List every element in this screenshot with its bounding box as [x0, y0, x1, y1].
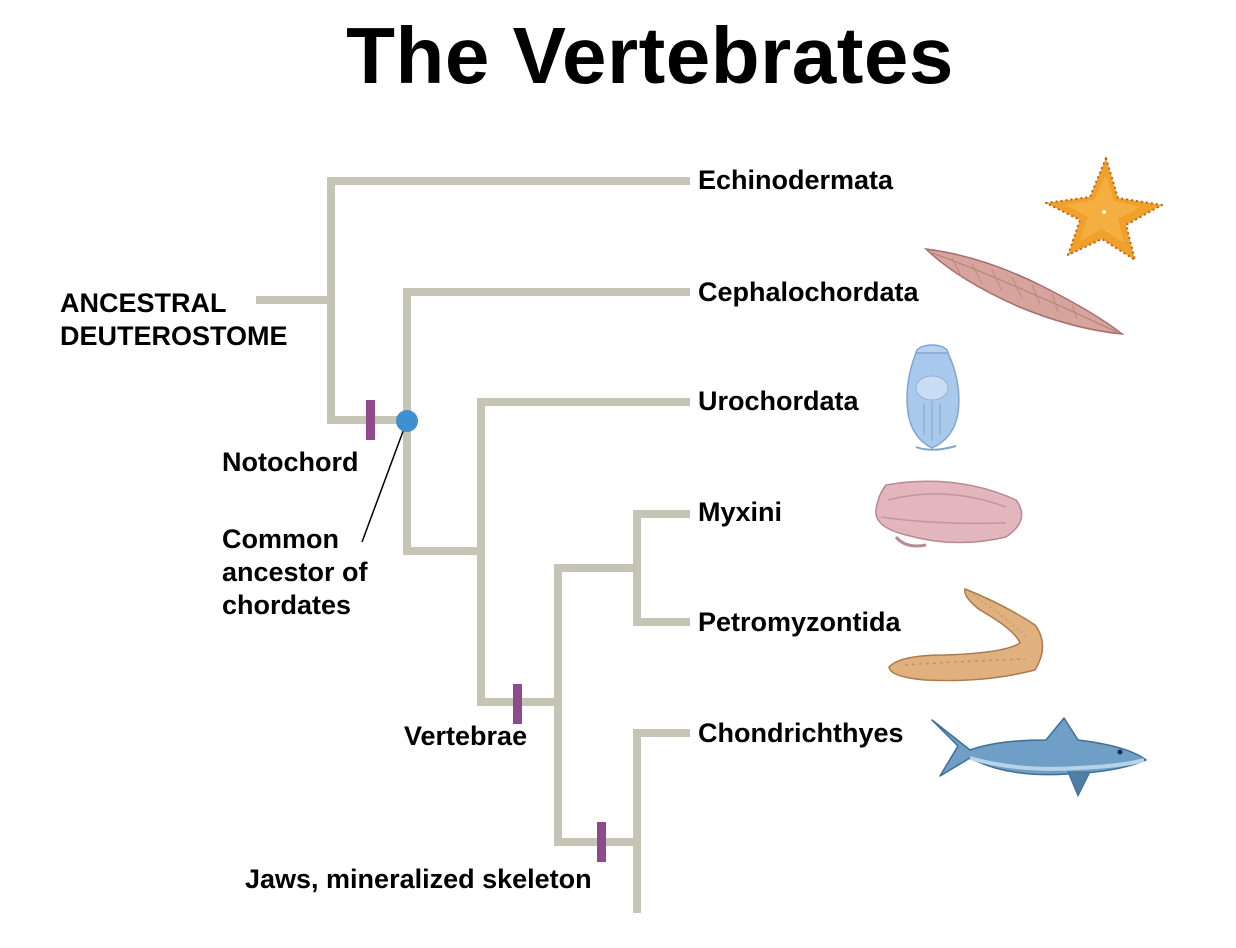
branch-cyclostome-split	[633, 510, 690, 626]
trait-marker-vertebrae	[513, 684, 522, 724]
trait-label-jaws: Jaws, mineralized skeleton	[245, 864, 592, 894]
branch-deuterostome-split	[327, 177, 690, 424]
annotation-pointer-line	[361, 425, 406, 543]
trait-marker-jaws	[597, 822, 606, 862]
shark-icon	[931, 717, 1147, 798]
hagfish-icon	[875, 480, 1023, 548]
taxon-label-urochordata: Urochordata	[698, 386, 859, 416]
root-label: ANCESTRAL DEUTEROSTOME	[60, 288, 288, 351]
trait-label-vertebrae: Vertebrae	[404, 721, 528, 751]
common-ancestor-label: Common ancestor of chordates	[222, 524, 368, 620]
trait-label-notochord: Notochord	[222, 447, 359, 477]
branch-vertebrate-split	[554, 564, 637, 846]
diagram-title: The Vertebrates	[346, 11, 954, 100]
branch-chordate-split	[403, 288, 690, 555]
common-ancestor-node	[396, 410, 418, 432]
taxon-label-chondrichthyes: Chondrichthyes	[698, 718, 904, 748]
taxon-label-echinodermata: Echinodermata	[698, 165, 894, 195]
lamprey-icon	[888, 587, 1044, 682]
taxon-label-myxini: Myxini	[698, 497, 783, 527]
lancelet-icon	[923, 247, 1125, 335]
trait-markers	[366, 400, 606, 862]
starfish-icon	[1045, 157, 1163, 261]
branch-urochordate-split	[477, 398, 690, 706]
trait-marker-notochord	[366, 400, 375, 440]
taxon-label-cephalochordata: Cephalochordata	[698, 277, 919, 307]
tunicate-icon	[906, 344, 960, 451]
taxon-label-petromyzontida: Petromyzontida	[698, 607, 901, 637]
branch-gnathostome	[633, 729, 690, 913]
tree-branches	[256, 177, 690, 913]
